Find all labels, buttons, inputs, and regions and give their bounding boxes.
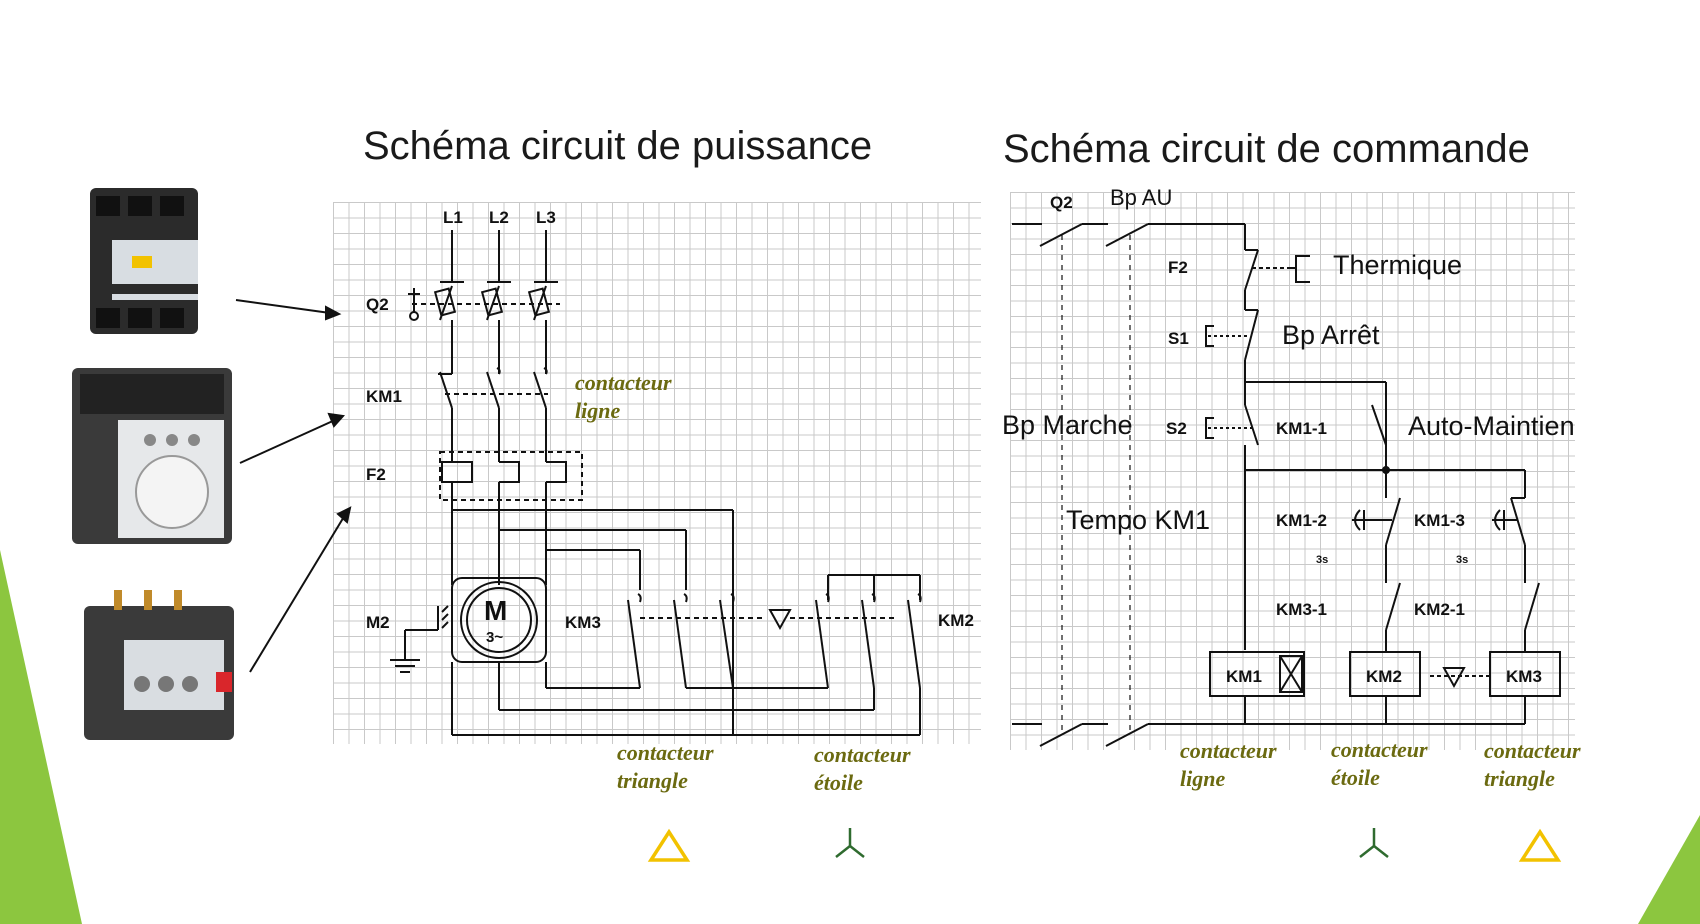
phase-wires (440, 230, 558, 283)
control-label-km2-1: KM2-1 (1414, 600, 1465, 619)
power-bus-upper (452, 509, 734, 735)
row-label-q2: Q2 (366, 295, 389, 314)
control-note-star-2: étoile (1331, 765, 1380, 790)
km3-contacts: KM3 (565, 593, 895, 689)
control-f2: F2 Thermique (1168, 249, 1462, 310)
km2-contacts: KM2 (815, 574, 974, 689)
row-label-f2: F2 (366, 465, 386, 484)
control-note-star-1: contacteur (1331, 737, 1428, 762)
label-auto-maintien: Auto-Maintien (1408, 411, 1575, 441)
motor-letter: M (484, 595, 507, 626)
label-thermique: Thermique (1333, 250, 1462, 280)
control-top-supply (1012, 223, 1246, 735)
km3-label: KM3 (565, 613, 601, 632)
delay-label-1: 3s (1316, 554, 1328, 566)
control-col-km2: KM1-2 3s KM3-1 (1276, 470, 1401, 652)
control-label-s1: S1 (1168, 329, 1189, 348)
control-label-km1-2: KM1-2 (1276, 511, 1327, 530)
coil-km2-label: KM2 (1366, 667, 1402, 686)
motor-m2: M 3~ (390, 577, 547, 673)
thermal-relay-image (84, 590, 234, 740)
control-label-f2: F2 (1168, 258, 1188, 277)
row-label-m2: M2 (366, 613, 390, 632)
note-star-2: étoile (814, 770, 863, 795)
motor-sub: 3~ (486, 629, 503, 646)
control-coils: KM1 KM2 KM3 (1209, 651, 1561, 724)
control-note-triangle-1: contacteur (1484, 738, 1581, 763)
f2-thermal-relay (439, 451, 583, 585)
disconnector-image (90, 188, 198, 334)
label-bp-marche: Bp Marche (1002, 410, 1133, 440)
note-star-1: contacteur (814, 742, 911, 767)
control-note-line-2: ligne (1180, 766, 1225, 791)
control-label-km3-1: KM3-1 (1276, 600, 1327, 619)
power-bus-lower (451, 662, 921, 736)
phase-label-l3: L3 (536, 208, 556, 227)
coil-km3-label: KM3 (1506, 667, 1542, 686)
control-col-km1: Tempo KM1 (1066, 470, 1246, 650)
contactor-timer-image (72, 368, 232, 544)
note-line-1: contacteur (575, 370, 672, 395)
control-label-q2: Q2 (1050, 193, 1073, 212)
note-triangle-2: triangle (617, 768, 688, 793)
control-s1: S1 Bp Arrêt (1168, 309, 1380, 382)
control-label-s2: S2 (1166, 419, 1187, 438)
row-label-km1: KM1 (366, 387, 402, 406)
note-line-2: ligne (575, 398, 620, 423)
arrow-q2 (235, 299, 331, 314)
triangle-symbol-icon (1518, 828, 1562, 862)
control-note-line-1: contacteur (1180, 738, 1277, 763)
control-circuit-title: Schéma circuit de commande (1003, 127, 1530, 171)
label-bp-arret: Bp Arrêt (1282, 320, 1380, 350)
triangle-symbol-icon (647, 828, 691, 862)
phase-label-l2: L2 (489, 208, 509, 227)
control-bottom-supply (1012, 723, 1525, 747)
control-label-km1-1: KM1-1 (1276, 419, 1327, 438)
coil-km1-label: KM1 (1226, 667, 1262, 686)
label-tempo-km1: Tempo KM1 (1066, 505, 1210, 535)
power-circuit-title: Schéma circuit de puissance (363, 124, 873, 168)
km1-contacts (438, 367, 548, 462)
control-col-km3: KM1-3 3s KM2-1 (1414, 497, 1540, 652)
star-symbol-icon (1359, 828, 1389, 858)
delay-label-2: 3s (1456, 554, 1468, 566)
q2-fuse-disconnector (408, 285, 560, 374)
green-wedge-right (1638, 815, 1700, 924)
control-s2-km1-1: Bp Marche S2 KM1-1 Auto-Maintien (1002, 381, 1575, 498)
control-label-km1-3: KM1-3 (1414, 511, 1465, 530)
arrow-km1 (239, 419, 336, 464)
green-wedge-left (0, 550, 82, 924)
control-note-triangle-2: triangle (1484, 766, 1555, 791)
km2-label: KM2 (938, 611, 974, 630)
phase-label-l1: L1 (443, 208, 463, 227)
star-symbol-icon (835, 828, 865, 858)
note-triangle-1: contacteur (617, 740, 714, 765)
control-label-bp-au: Bp AU (1110, 185, 1172, 210)
arrow-f2 (249, 514, 346, 673)
